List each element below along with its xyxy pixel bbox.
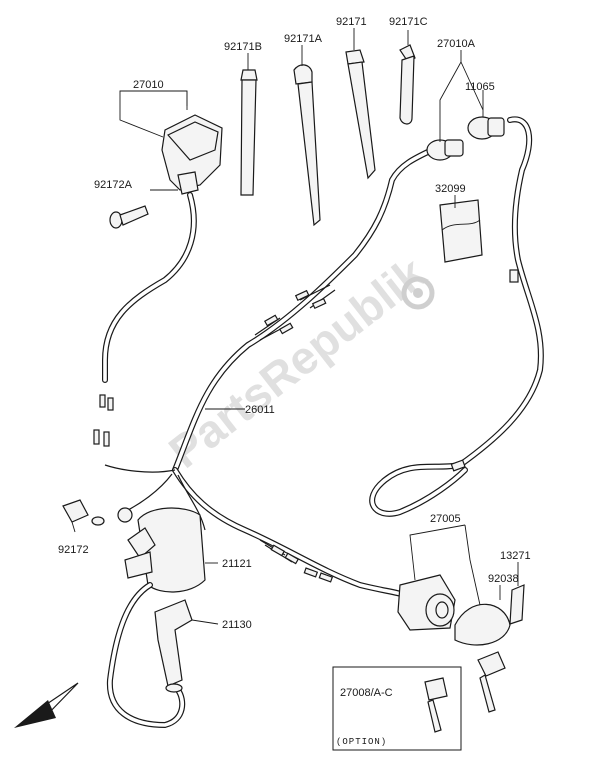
main-wire-harness	[104, 147, 435, 598]
cable-strap-92171	[345, 49, 376, 180]
keys	[477, 651, 506, 713]
label-21130: 21130	[222, 619, 252, 631]
cover-92038	[454, 603, 511, 646]
bolt-92172	[62, 499, 133, 526]
label-26011: 26011	[245, 404, 275, 416]
harness-connectors	[93, 269, 519, 583]
spark-plug-cap-21130	[154, 599, 193, 693]
label-27005: 27005	[430, 513, 461, 525]
spare-key-icon	[424, 677, 448, 733]
bag-32099	[439, 199, 483, 263]
handlebar-switch-27010	[161, 114, 223, 195]
label-27010A: 27010A	[437, 38, 476, 50]
label-27010: 27010	[133, 79, 164, 91]
label-92171: 92171	[336, 16, 367, 28]
option-caption: (OPTION)	[336, 737, 387, 747]
plate-13271	[509, 584, 525, 625]
cable-strap-92171B	[240, 69, 258, 196]
label-13271: 13271	[500, 550, 531, 562]
label-21121: 21121	[222, 558, 252, 570]
label-92171A: 92171A	[284, 33, 323, 45]
option-box: 27008/A-C (OPTION)	[332, 666, 462, 751]
watermark-logo-icon	[401, 276, 435, 310]
label-92172: 92172	[58, 544, 89, 556]
switch-27010A	[426, 139, 464, 161]
label-32099: 32099	[435, 183, 466, 195]
cap-11065	[467, 116, 505, 140]
label-92171B: 92171B	[224, 41, 262, 53]
part-labels: 27010 92172A 92171B 92171A 92171 92171C …	[58, 16, 531, 631]
label-92171C: 92171C	[389, 16, 428, 28]
leader-lines	[71, 28, 519, 625]
watermark-text: PartsRepublik	[159, 246, 435, 478]
ignition-switch-27005	[397, 574, 456, 631]
front-direction-arrow-icon	[14, 682, 79, 728]
screw-92172A	[109, 205, 149, 229]
label-92172A: 92172A	[94, 179, 133, 191]
watermark: PartsRepublik	[159, 246, 435, 478]
option-part-label: 27008/A-C	[340, 687, 393, 699]
cable-strap-92171A	[293, 64, 321, 227]
label-11065: 11065	[465, 81, 495, 93]
cable-clip-92171C	[399, 44, 416, 125]
ignition-coil-21121	[124, 507, 206, 593]
label-92038: 92038	[488, 573, 519, 585]
